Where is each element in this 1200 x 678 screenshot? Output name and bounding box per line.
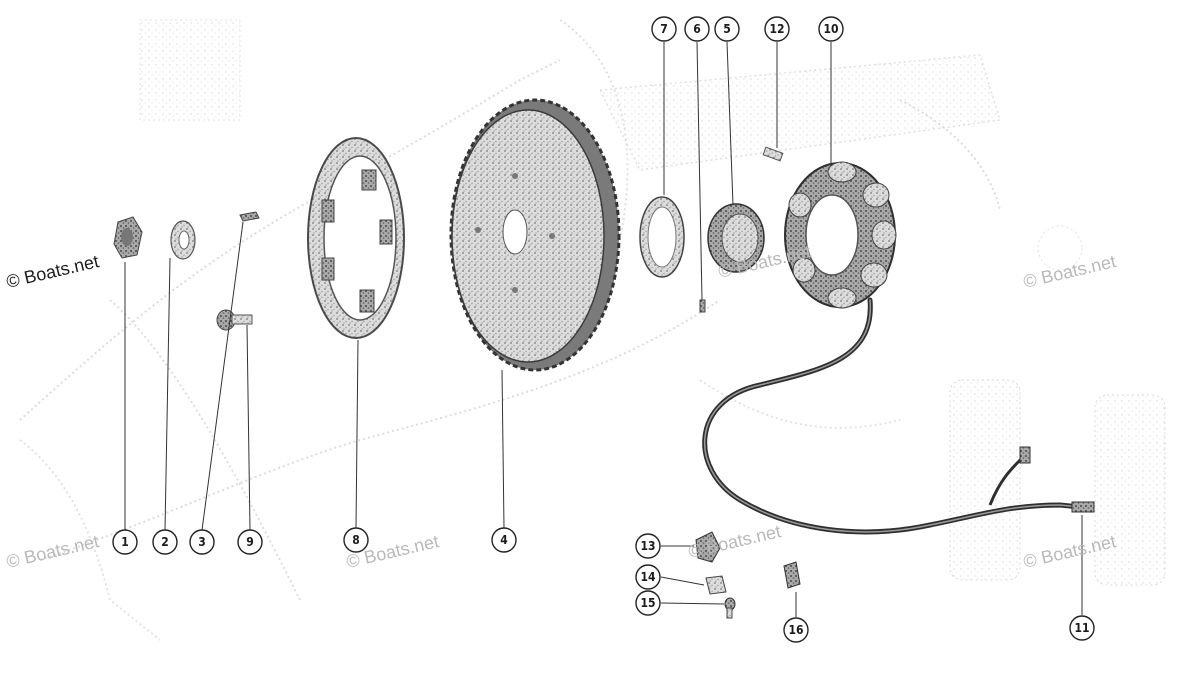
watermark-right: © Boats.net xyxy=(1021,251,1117,292)
callout-1-label: 1 xyxy=(121,535,129,549)
callout-15-label: 15 xyxy=(640,596,655,610)
callout-6-circle xyxy=(684,16,710,42)
part-13-clamp xyxy=(695,531,721,563)
callout-9-circle xyxy=(237,529,263,555)
part-4-flywheel xyxy=(449,98,621,372)
watermark-lower-left: © Boats.net xyxy=(4,531,100,572)
callout-14-circle xyxy=(635,564,661,590)
callout-16-circle xyxy=(783,617,809,643)
callout-2-label: 2 xyxy=(161,535,169,549)
callout-6-label: 6 xyxy=(693,22,701,36)
callout-11-circle xyxy=(1069,615,1095,641)
callout-13-label: 13 xyxy=(640,539,655,553)
part-3-key xyxy=(239,211,260,222)
part-1-nut xyxy=(113,216,143,259)
part-15-screw xyxy=(724,597,736,619)
part-14-bracket xyxy=(705,575,727,595)
part-7-spacer xyxy=(639,196,685,278)
part-8-ring xyxy=(307,137,405,339)
part-2-washer xyxy=(170,220,196,260)
callout-11-label: 11 xyxy=(1074,621,1089,635)
background-engine-ghost xyxy=(19,19,1166,641)
callout-16-label: 16 xyxy=(788,623,803,637)
callout-15-circle xyxy=(635,590,661,616)
callout-3-circle xyxy=(189,529,215,555)
callout-4-label: 4 xyxy=(500,533,508,547)
part-16-clip xyxy=(783,561,801,589)
callout-12-circle xyxy=(764,16,790,42)
callout-10-circle xyxy=(818,16,844,42)
callout-9-label: 9 xyxy=(246,535,254,549)
callout-4-circle xyxy=(491,527,517,553)
leader-lines xyxy=(124,41,1083,617)
watermark-main: © Boats.net xyxy=(4,251,100,292)
callout-7-circle xyxy=(651,16,677,42)
part-6-pin xyxy=(699,299,706,313)
callout-13-circle xyxy=(635,533,661,559)
watermark-center: © Boats.net xyxy=(686,521,782,562)
callout-10-label: 10 xyxy=(823,22,838,36)
callout-7-label: 7 xyxy=(660,22,668,36)
callouts xyxy=(112,16,1095,643)
part-5-bushing xyxy=(707,203,765,273)
callout-labels: 1 2 3 9 8 4 7 6 5 12 10 13 14 15 16 11 xyxy=(121,22,1089,637)
callout-5-label: 5 xyxy=(723,22,731,36)
callout-12-label: 12 xyxy=(769,22,784,36)
callout-1-circle xyxy=(112,529,138,555)
part-10-stator xyxy=(784,161,897,309)
callout-5-circle xyxy=(714,16,740,42)
callout-8-label: 8 xyxy=(352,533,360,547)
callout-3-label: 3 xyxy=(198,535,206,549)
callout-2-circle xyxy=(152,529,178,555)
callout-14-label: 14 xyxy=(640,570,656,584)
part-11-wire-harness xyxy=(702,297,1095,535)
callout-8-circle xyxy=(343,527,369,553)
part-12-screw xyxy=(762,146,784,162)
